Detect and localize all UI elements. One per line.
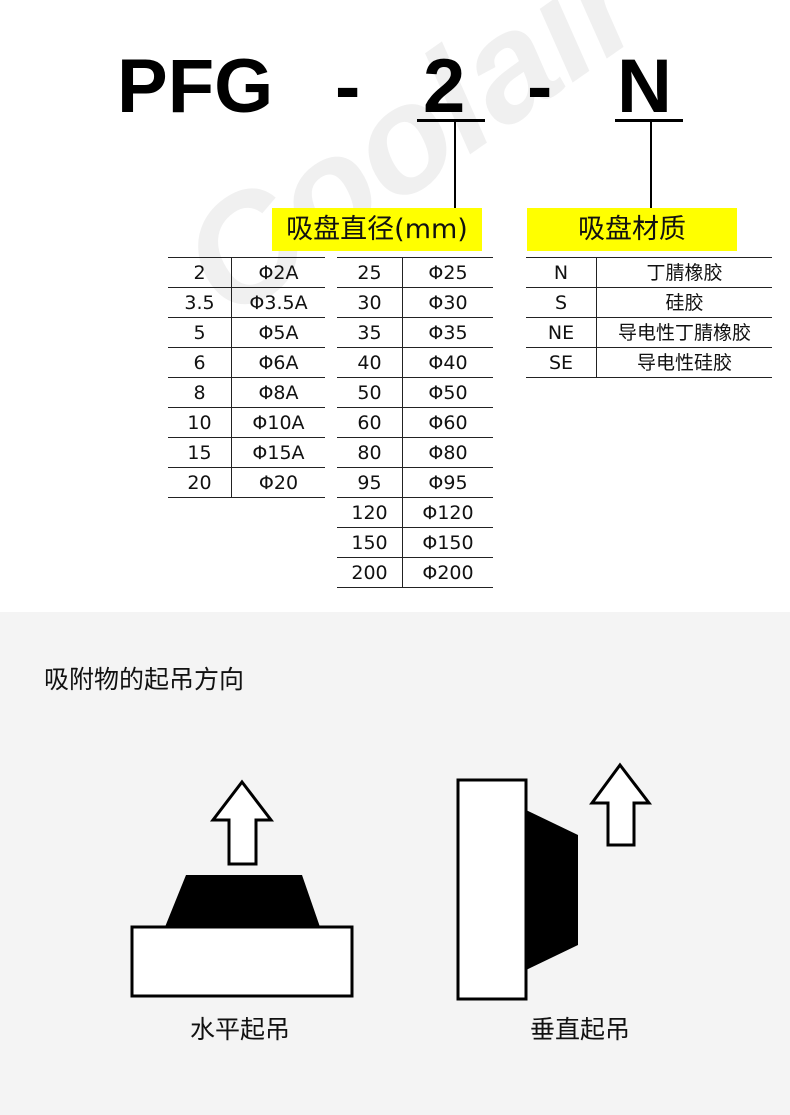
code-cell: 200 — [337, 557, 403, 588]
value-cell: Φ120 — [402, 497, 493, 528]
model-separator: - — [335, 44, 361, 129]
model-prefix: PFG — [117, 44, 274, 129]
vertical-lift-label: 垂直起吊 — [529, 1015, 630, 1044]
code-cell: 120 — [337, 497, 403, 528]
material-connector — [650, 120, 652, 208]
value-cell: Φ3.5A — [231, 287, 325, 318]
workpiece — [130, 925, 354, 998]
lift-section-title: 吸附物的起吊方向 — [44, 665, 245, 694]
vertical-lift-diagram — [456, 762, 653, 1001]
value-cell: Φ150 — [402, 527, 493, 558]
value-cell: Φ8A — [231, 377, 325, 408]
value-cell: Φ95 — [402, 467, 493, 498]
code-cell: 20 — [168, 467, 232, 498]
value-cell: 硅胶 — [596, 287, 772, 318]
value-cell: Φ60 — [402, 407, 493, 438]
model-size-code: 2 — [423, 44, 466, 129]
model-material-code: N — [617, 44, 672, 129]
value-cell: Φ10A — [231, 407, 325, 438]
code-cell: NE — [526, 317, 597, 348]
material-underline — [615, 119, 683, 122]
code-cell: 3.5 — [168, 287, 232, 318]
value-cell: Φ80 — [402, 437, 493, 468]
value-cell: Φ40 — [402, 347, 493, 378]
workpiece — [456, 778, 528, 1001]
code-cell: 10 — [168, 407, 232, 438]
code-cell: 6 — [168, 347, 232, 378]
value-cell: Φ15A — [231, 437, 325, 468]
code-cell: 25 — [337, 257, 403, 288]
model-separator: - — [527, 44, 553, 129]
value-cell: 导电性硅胶 — [596, 347, 772, 378]
code-cell: 2 — [168, 257, 232, 288]
value-cell: Φ200 — [402, 557, 493, 588]
code-cell: 95 — [337, 467, 403, 498]
value-cell: Φ35 — [402, 317, 493, 348]
value-cell: Φ25 — [402, 257, 493, 288]
code-cell: SE — [526, 347, 597, 378]
value-cell: 丁腈橡胶 — [596, 257, 772, 288]
size-title: 吸盘直径(mm) — [272, 208, 482, 251]
value-cell: Φ6A — [231, 347, 325, 378]
horizontal-lift-label: 水平起吊 — [189, 1015, 290, 1044]
value-cell: Φ20 — [231, 467, 325, 498]
material-title: 吸盘材质 — [527, 208, 737, 251]
code-cell: 5 — [168, 317, 232, 348]
code-cell: 40 — [337, 347, 403, 378]
code-cell: 30 — [337, 287, 403, 318]
code-cell: N — [526, 257, 597, 288]
suction-cup — [165, 875, 320, 927]
value-cell: Φ30 — [402, 287, 493, 318]
code-cell: 35 — [337, 317, 403, 348]
value-cell: Φ5A — [231, 317, 325, 348]
code-cell: 8 — [168, 377, 232, 408]
code-cell: 80 — [337, 437, 403, 468]
value-cell: Φ50 — [402, 377, 493, 408]
value-cell: Φ2A — [231, 257, 325, 288]
size-connector — [454, 120, 456, 208]
size-underline — [417, 119, 485, 122]
horizontal-lift-diagram — [130, 779, 354, 998]
code-cell: 150 — [337, 527, 403, 558]
code-cell: 60 — [337, 407, 403, 438]
suction-cup — [526, 810, 578, 970]
up-arrow-icon — [209, 779, 275, 866]
code-cell: 50 — [337, 377, 403, 408]
lift-direction-section — [0, 612, 790, 1115]
code-cell: S — [526, 287, 597, 318]
value-cell: 导电性丁腈橡胶 — [596, 317, 772, 348]
code-cell: 15 — [168, 437, 232, 468]
up-arrow-icon — [589, 762, 653, 847]
